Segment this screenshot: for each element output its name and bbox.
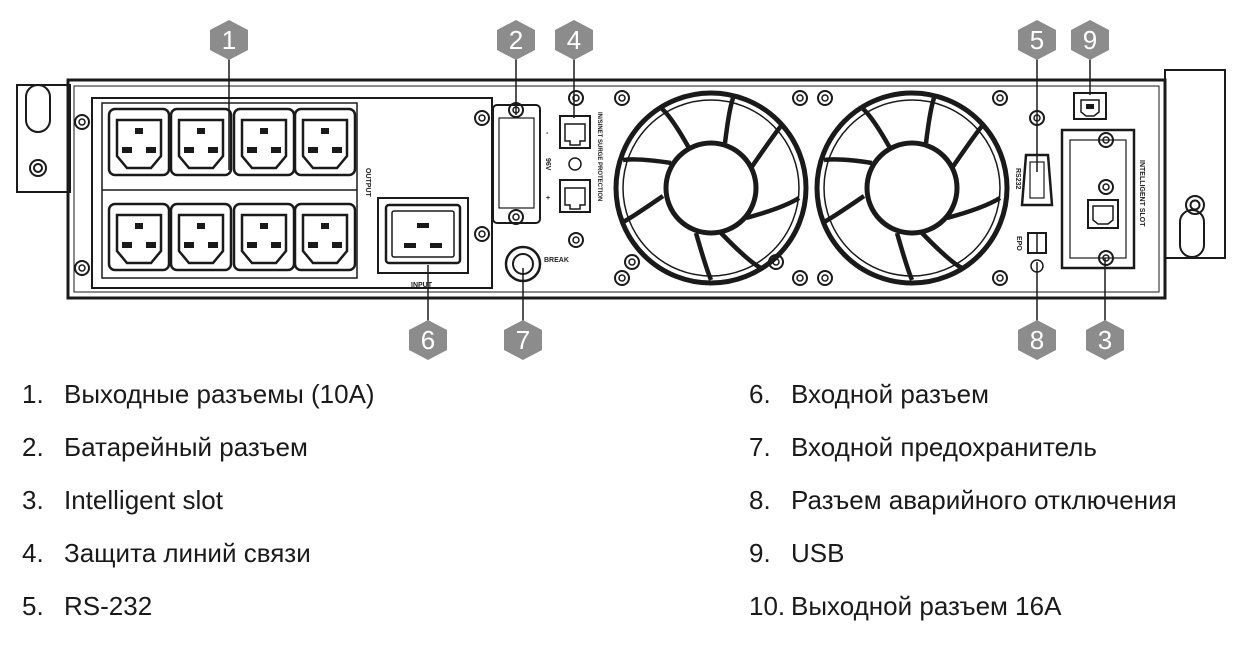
output-sockets-panel: OUTPUT (74, 97, 493, 289)
legend-item: 4.Защита линий связи (22, 538, 311, 568)
callout-9: 9 (1071, 20, 1109, 60)
legend-item: 6.Входной разъем (749, 379, 989, 409)
legend-item: 1.Выходные разъемы (10А) (22, 379, 375, 409)
legend-item: 3.Intelligent slot (22, 485, 223, 515)
cooling-fans (615, 90, 1007, 286)
svg-text:7: 7 (516, 325, 530, 355)
callout-8: 8 (1018, 320, 1056, 360)
output-socket (232, 202, 296, 272)
svg-text:EPO: EPO (1015, 236, 1022, 251)
output-socket (293, 202, 357, 272)
output-socket (107, 107, 171, 177)
rs232-port: RS232 (1014, 110, 1054, 207)
output-socket (169, 107, 233, 177)
output-label: OUTPUT (364, 168, 371, 198)
break-label: BREAK (544, 257, 569, 264)
legend: 1.Выходные разъемы (10А) 2.Батарейный ра… (0, 368, 1241, 653)
legend-item: 2.Батарейный разъем (22, 432, 308, 462)
input-label: INPUT (411, 282, 433, 289)
callout-7: 7 (504, 320, 542, 360)
leader-lines (228, 58, 1106, 322)
svg-text:+: + (546, 195, 550, 202)
legend-item: 9.USB (749, 538, 845, 568)
svg-text:96V: 96V (544, 158, 551, 171)
surge-protection-ports: IN/SINET SURGE PROTECTION (559, 90, 602, 248)
callout-3: 3 (1086, 320, 1124, 360)
svg-text:8: 8 (1030, 325, 1044, 355)
ups-rear-panel-diagram: OUTPUT INPUT - + 96V BREAK IN/S (16, 20, 1226, 360)
right-rack-ear (1164, 69, 1226, 259)
svg-text:9: 9 (1083, 25, 1097, 55)
legend-item: 7.Входной предохранитель (749, 432, 1097, 462)
output-socket (107, 202, 171, 272)
svg-text:2: 2 (509, 25, 523, 55)
callout-4: 4 (555, 20, 593, 60)
svg-text:6: 6 (421, 325, 435, 355)
ups-chassis (66, 78, 1167, 300)
svg-text:RS232: RS232 (1014, 168, 1021, 190)
output-socket (169, 202, 233, 272)
callout-1: 1 (210, 20, 248, 60)
svg-text:1: 1 (222, 25, 236, 55)
legend-item: 5.RS-232 (22, 591, 153, 621)
legend-left-column: 1.Выходные разъемы (10А) 2.Батарейный ра… (22, 368, 375, 633)
svg-text:3: 3 (1098, 325, 1112, 355)
battery-connector: - + 96V (492, 102, 551, 225)
svg-text:-: - (546, 130, 549, 137)
legend-item: 8.Разъем аварийного отключения (749, 485, 1177, 515)
intelligent-slot: INTELLIGENT SLOT (1060, 128, 1145, 270)
svg-text:INTELLIGENT SLOT: INTELLIGENT SLOT (1138, 160, 1145, 227)
epo-connector: EPO (1015, 232, 1047, 273)
output-socket (232, 107, 296, 177)
usb-port (1073, 92, 1107, 120)
input-socket: INPUT (377, 197, 469, 289)
input-fuse: BREAK (504, 245, 569, 283)
left-rack-ear (16, 84, 71, 193)
callout-6: 6 (409, 320, 447, 360)
callout-5: 5 (1018, 20, 1056, 60)
svg-text:4: 4 (567, 25, 581, 55)
svg-text:IN/SINET SURGE PROTECTION: IN/SINET SURGE PROTECTION (596, 112, 602, 201)
legend-item: 10.Выходной разъем 16А (749, 591, 1062, 621)
svg-text:5: 5 (1030, 25, 1044, 55)
legend-right-column: 6.Входной разъем 7.Входной предохранител… (749, 368, 1177, 633)
callout-2: 2 (497, 20, 535, 60)
output-socket (293, 107, 357, 177)
